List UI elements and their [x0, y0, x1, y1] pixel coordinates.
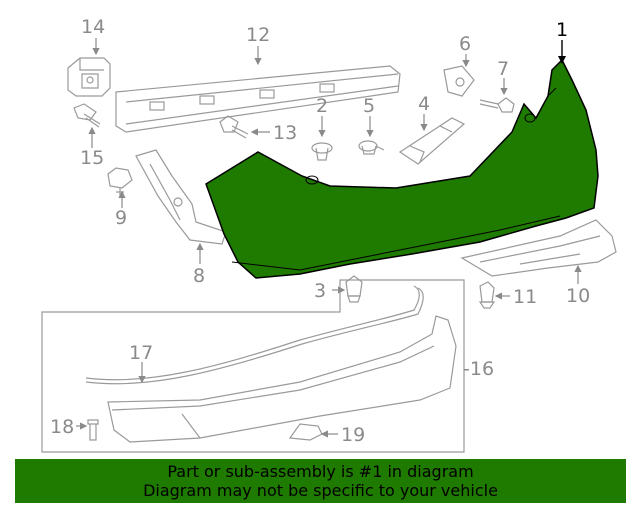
- part-13-bolt[interactable]: [219, 115, 249, 139]
- part-12-reinforcement[interactable]: [115, 65, 401, 133]
- part-16-lower-bumper[interactable]: [107, 315, 457, 443]
- leader-arrow-1: [558, 56, 566, 64]
- callout-14: 14: [81, 16, 105, 38]
- disclaimer-banner: Part or sub-assembly is #1 in diagram Di…: [15, 459, 626, 503]
- callout-2: 2: [316, 95, 328, 117]
- part-18-bolt[interactable]: [87, 419, 99, 441]
- callout-10: 10: [566, 285, 590, 307]
- part-17-molding[interactable]: [85, 285, 424, 385]
- callout-7: 7: [497, 58, 509, 80]
- part-14-bracket[interactable]: [67, 57, 111, 97]
- callout-12: 12: [246, 24, 270, 46]
- callout-15: 15: [80, 147, 104, 169]
- callout-1: 1: [556, 19, 568, 41]
- part-15-bolt[interactable]: [73, 103, 101, 128]
- callout-16: -16: [463, 358, 494, 380]
- callout-9: 9: [115, 207, 127, 229]
- leader-lines: [76, 38, 582, 438]
- banner-line-1: Part or sub-assembly is #1 in diagram: [167, 462, 474, 481]
- callout-8: 8: [193, 265, 205, 287]
- callout-11: 11: [513, 286, 537, 308]
- part-1-bumper-cover[interactable]: [205, 58, 599, 279]
- part-4-bracket[interactable]: [398, 117, 466, 165]
- part-10-undercover[interactable]: [460, 219, 617, 277]
- part-6-clip[interactable]: [443, 65, 475, 97]
- callout-4: 4: [418, 93, 430, 115]
- part-9-clip[interactable]: [107, 167, 133, 196]
- part-2-clip[interactable]: [311, 142, 333, 161]
- callout-17: 17: [129, 342, 153, 364]
- parts-diagram: 1 14 12 6 7 2 5 4 13 15 9 8 10 3 11 -16 …: [41, 16, 617, 453]
- part-11-clip[interactable]: [478, 281, 496, 309]
- part-16-group-box: [41, 279, 465, 453]
- callout-13: 13: [273, 122, 297, 144]
- part-5-screw[interactable]: [358, 140, 385, 155]
- callout-3: 3: [314, 280, 326, 302]
- banner-line-2: Diagram may not be specific to your vehi…: [143, 481, 498, 500]
- callout-6: 6: [459, 33, 471, 55]
- callout-19: 19: [341, 424, 365, 446]
- part-19-clip[interactable]: [288, 423, 323, 441]
- callout-18: 18: [50, 416, 74, 438]
- part-3-clip[interactable]: [345, 275, 363, 303]
- callout-5: 5: [363, 95, 375, 117]
- part-7-bolt[interactable]: [479, 97, 515, 113]
